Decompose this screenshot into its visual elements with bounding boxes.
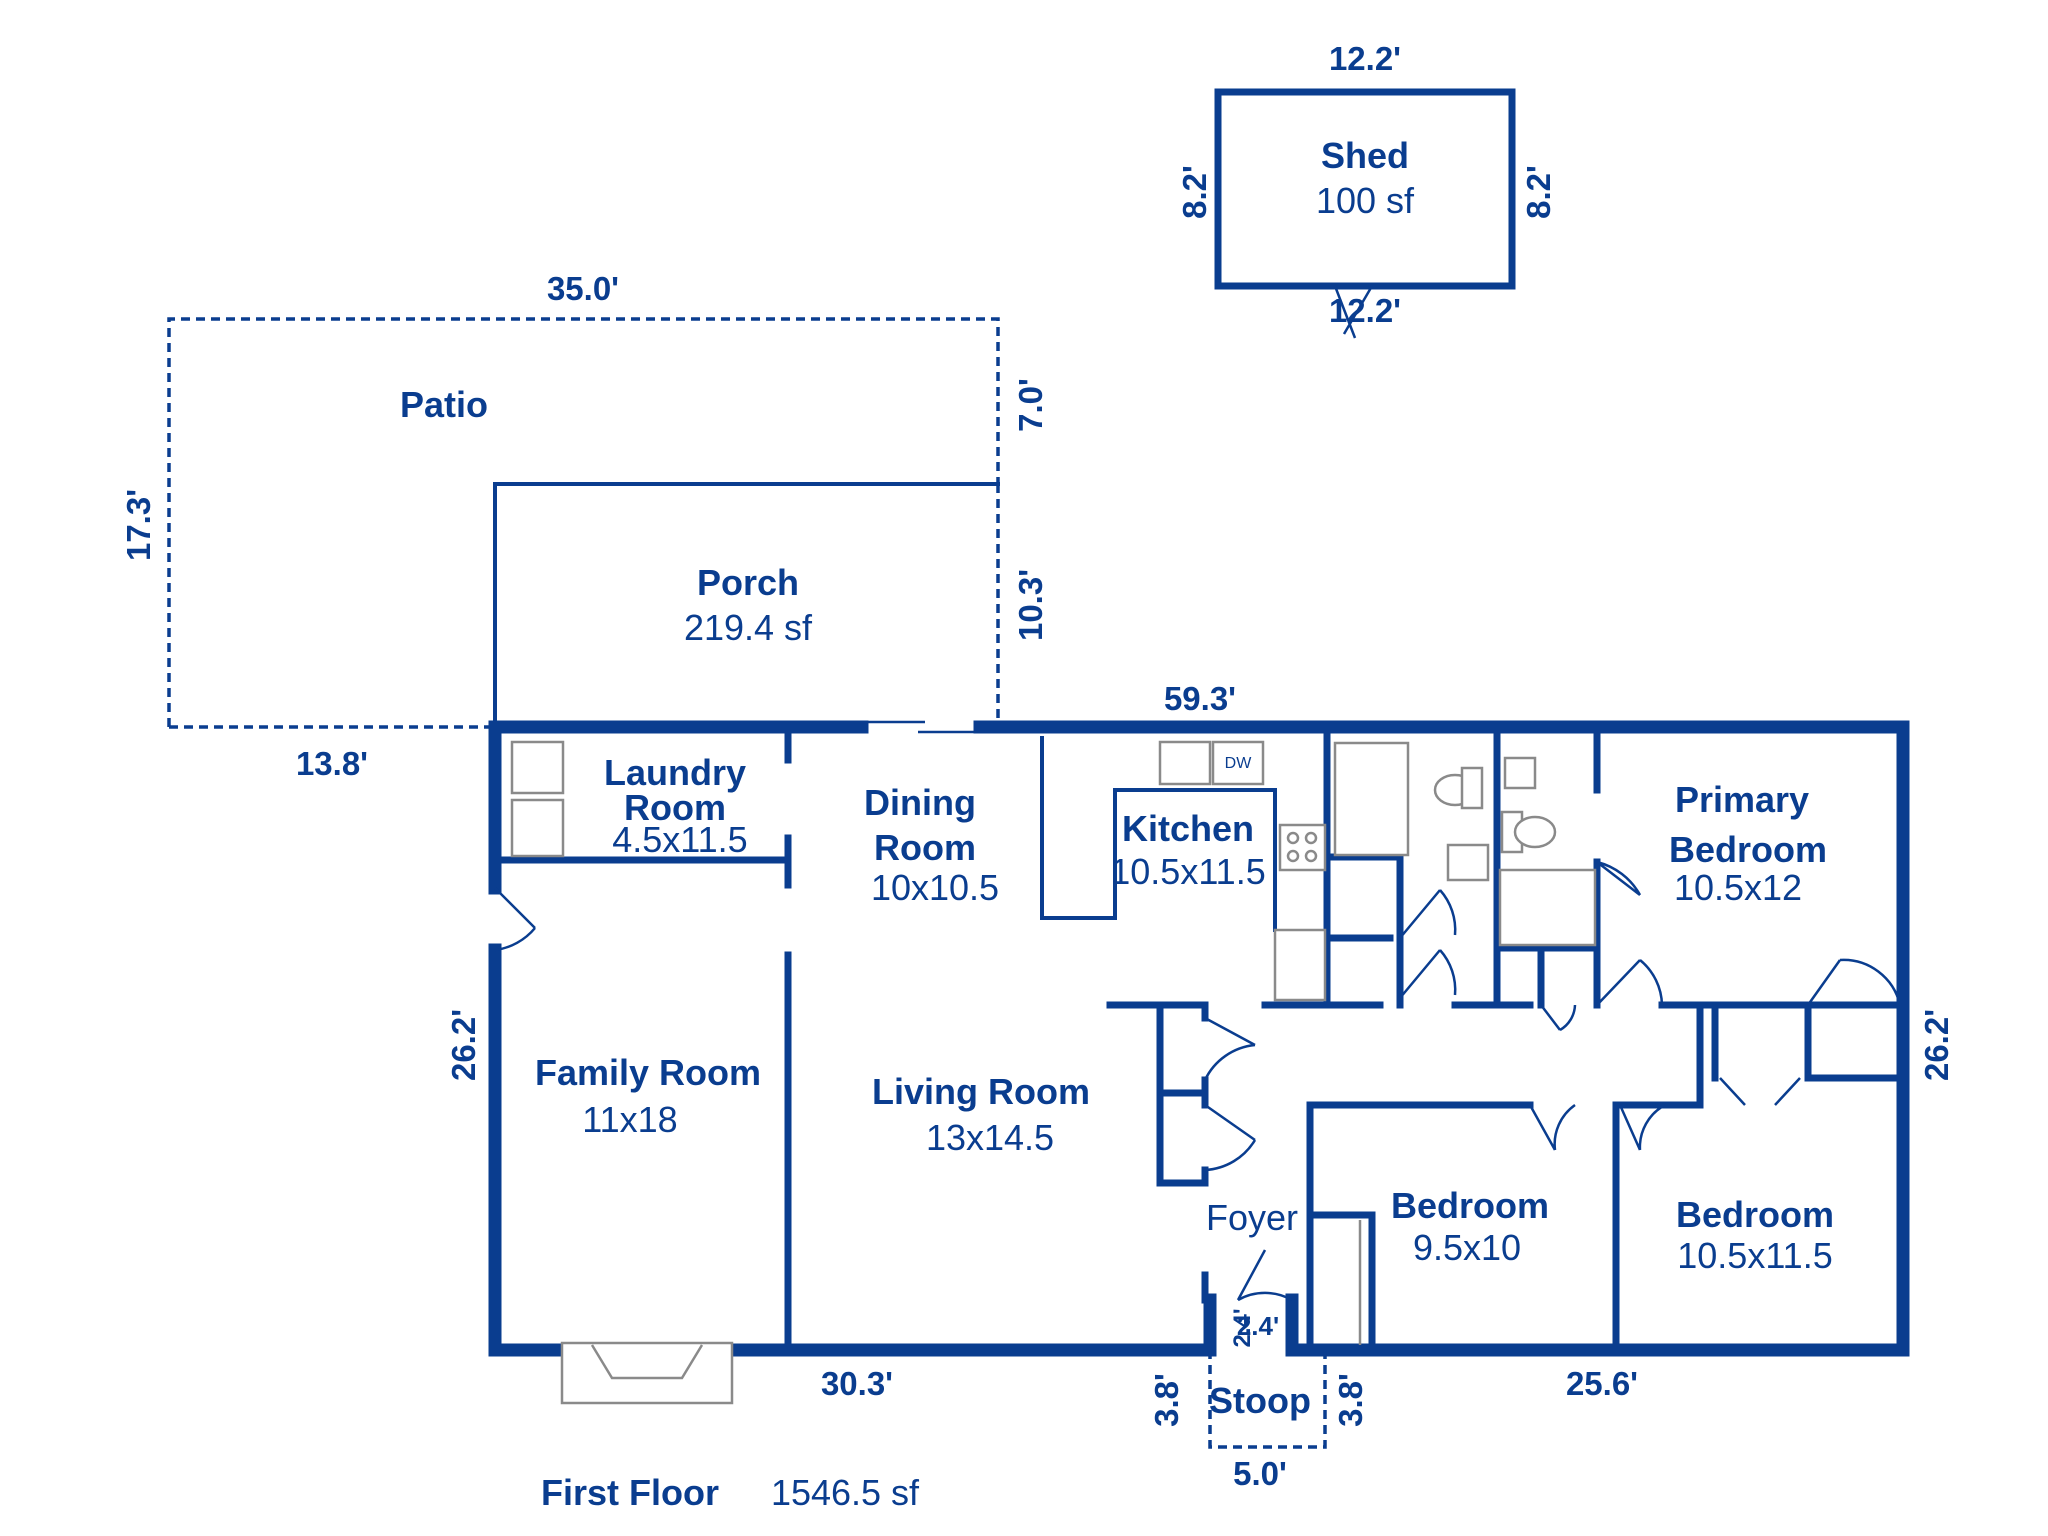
exterior-walls [488,720,1910,1357]
foyer-name: Foyer [1206,1197,1298,1238]
family-room-size: 11x18 [582,1099,677,1140]
interior-walls [491,723,1904,1354]
shed-left-dimension: 8.2' [1176,165,1213,219]
bedroom-3-size: 10.5x11.5 [1677,1235,1832,1276]
shed-right-dimension: 8.2' [1520,165,1557,219]
primary-bedroom-name-line1: Primary [1675,779,1809,820]
living-room-size: 13x14.5 [926,1117,1054,1158]
bedroom-3-name: Bedroom [1676,1194,1834,1235]
patio-right-dimension: 7.0' [1012,378,1049,432]
shed-area: 100 sf [1316,180,1415,221]
primary-bedroom-name-line2: Bedroom [1669,829,1827,870]
stoop-inner-dimension-a: 2.4' [1237,1311,1279,1341]
fixtures [510,740,1597,1405]
patio-name: Patio [400,384,488,425]
shed-bottom-dimension: 12.2' [1329,292,1401,329]
stoop-right-dimension: 3.8' [1332,1373,1369,1427]
porch-right-dimension: 10.3' [1012,569,1049,641]
house-top-dimension: 59.3' [1164,680,1236,717]
laundry-name-line2: Room [624,787,726,828]
shed-name: Shed [1321,135,1409,176]
house-right-dimension: 26.2' [1918,1009,1955,1081]
living-room-name: Living Room [872,1071,1090,1112]
patio-bottom-dimension: 13.8' [296,745,368,782]
stoop-name: Stoop [1209,1380,1311,1421]
dining-size: 10x10.5 [871,867,999,908]
stoop-inner-dimension-b: 2.4' [1229,1308,1256,1347]
house-bottom-right-dimension: 25.6' [1566,1365,1638,1402]
shed [1214,88,1516,339]
patio-left-dimension: 17.3' [120,489,157,561]
door-swings [494,860,1902,1302]
bedroom-2-name: Bedroom [1391,1185,1549,1226]
dishwasher-label: DW [1225,755,1253,772]
laundry-size: 4.5x11.5 [612,819,747,860]
shed-top-dimension: 12.2' [1329,40,1401,77]
porch-name: Porch [697,562,799,603]
dining-name-line2: Room [874,827,976,868]
dining-name-line1: Dining [864,782,976,823]
kitchen-name: Kitchen [1122,808,1254,849]
sliding-door [862,720,980,734]
porch-area: 219.4 sf [684,607,813,648]
stoop-bottom-dimension: 5.0' [1233,1455,1287,1492]
stoop-left-dimension: 3.8' [1148,1373,1185,1427]
house-left-dimension: 26.2' [445,1009,482,1081]
bedroom-2-size: 9.5x10 [1413,1227,1521,1268]
house-bottom-left-dimension: 30.3' [821,1365,893,1402]
family-room-name: Family Room [535,1052,761,1093]
stoop [1208,1350,1327,1449]
kitchen-size: 10.5x11.5 [1110,851,1265,892]
floor-area: 1546.5 sf [771,1472,920,1513]
porch-outline [493,482,1000,729]
floor-title: First Floor [541,1472,719,1513]
laundry-name-line1: Laundry [604,752,746,793]
patio-outline [167,317,1000,729]
patio-top-dimension: 35.0' [547,270,619,307]
primary-bedroom-size: 10.5x12 [1674,867,1802,908]
